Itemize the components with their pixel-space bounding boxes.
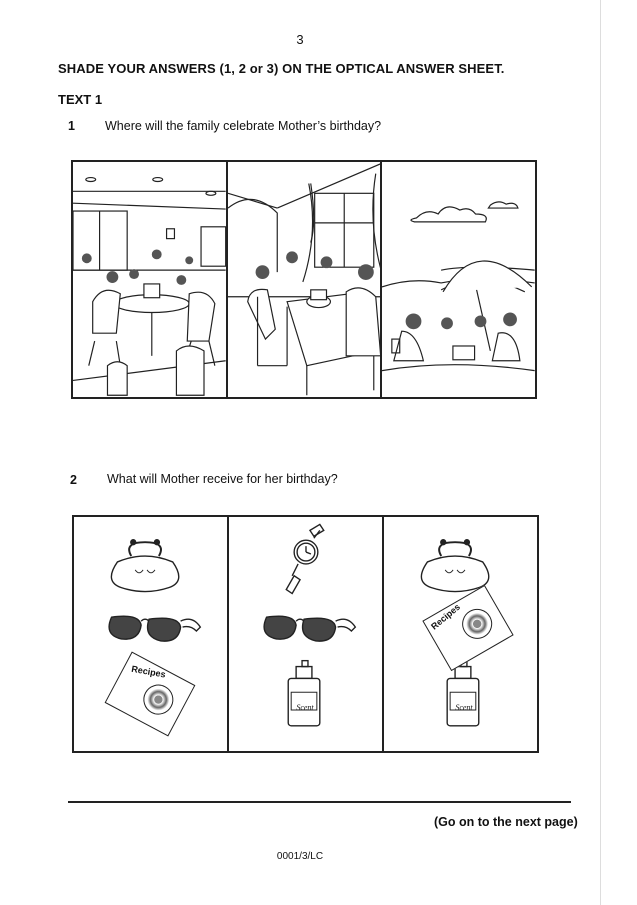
question-1-picture-panels: 1 2 bbox=[71, 160, 537, 399]
question-1-number: 1 bbox=[68, 119, 75, 133]
q1-option-2-home-scene: 2 bbox=[227, 162, 383, 397]
sunglasses-icon bbox=[263, 615, 357, 642]
instruction-heading: SHADE YOUR ANSWERS (1, 2 or 3) ON THE OP… bbox=[58, 61, 505, 76]
q1-option-1-restaurant-scene: 1 bbox=[73, 162, 228, 397]
page-number: 3 bbox=[296, 32, 304, 47]
page-edge-shadow bbox=[600, 0, 601, 905]
q2-option-3-gifts: Recipes Scent 3 bbox=[384, 517, 537, 751]
dish-picture bbox=[456, 603, 498, 645]
question-2-number: 2 bbox=[70, 473, 77, 487]
purse-icon bbox=[420, 539, 490, 593]
purse-icon bbox=[110, 539, 180, 593]
question-2-text: What will Mother receive for her birthda… bbox=[107, 472, 338, 486]
question-1-text: Where will the family celebrate Mother’s… bbox=[105, 119, 382, 133]
paper-code: 0001/3/LC bbox=[276, 851, 324, 862]
continue-note: (Go on to the next page) bbox=[434, 815, 578, 829]
section-title: TEXT 1 bbox=[58, 92, 103, 107]
perfume-icon bbox=[446, 659, 480, 727]
sunglasses-icon bbox=[108, 615, 202, 642]
recipe-book-title: Recipes bbox=[130, 663, 167, 680]
footer-rule bbox=[68, 801, 571, 803]
question-2-picture-panels: Recipes 1 bbox=[72, 515, 539, 753]
q2-option-1-gifts: Recipes 1 bbox=[74, 517, 229, 751]
perfume-icon bbox=[287, 659, 321, 727]
q1-option-3-beach-scene: 3 bbox=[382, 162, 536, 397]
perfume-label-text: Scent bbox=[455, 703, 473, 712]
watch-icon bbox=[285, 523, 325, 595]
dish-picture bbox=[138, 679, 179, 720]
q2-option-2-gifts: Scent 2 bbox=[229, 517, 384, 751]
perfume-label-text: Scent bbox=[296, 703, 314, 712]
